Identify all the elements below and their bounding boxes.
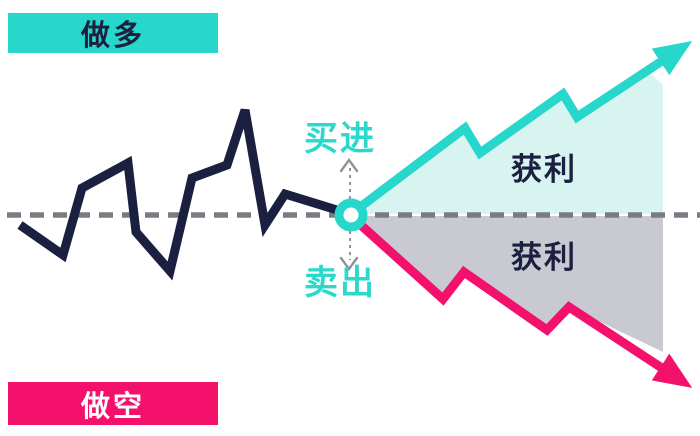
sell-label: 卖出 <box>304 263 376 303</box>
down-arrow-icon <box>339 256 359 272</box>
price-history-line <box>17 108 352 281</box>
downtrend-line <box>349 214 693 388</box>
downtrend-profit-area <box>354 216 663 352</box>
short-banner: 做空 <box>8 382 218 425</box>
uptrend-profit-area <box>352 68 663 214</box>
buy-label: 买进 <box>304 119 376 159</box>
profit-lower-label: 获利 <box>511 240 577 276</box>
up-arrow-icon <box>339 157 359 173</box>
profit-upper-label: 获利 <box>511 152 577 188</box>
entry-point-marker <box>334 198 368 232</box>
uptrend-line <box>348 41 693 218</box>
long-banner: 做多 <box>8 13 218 53</box>
